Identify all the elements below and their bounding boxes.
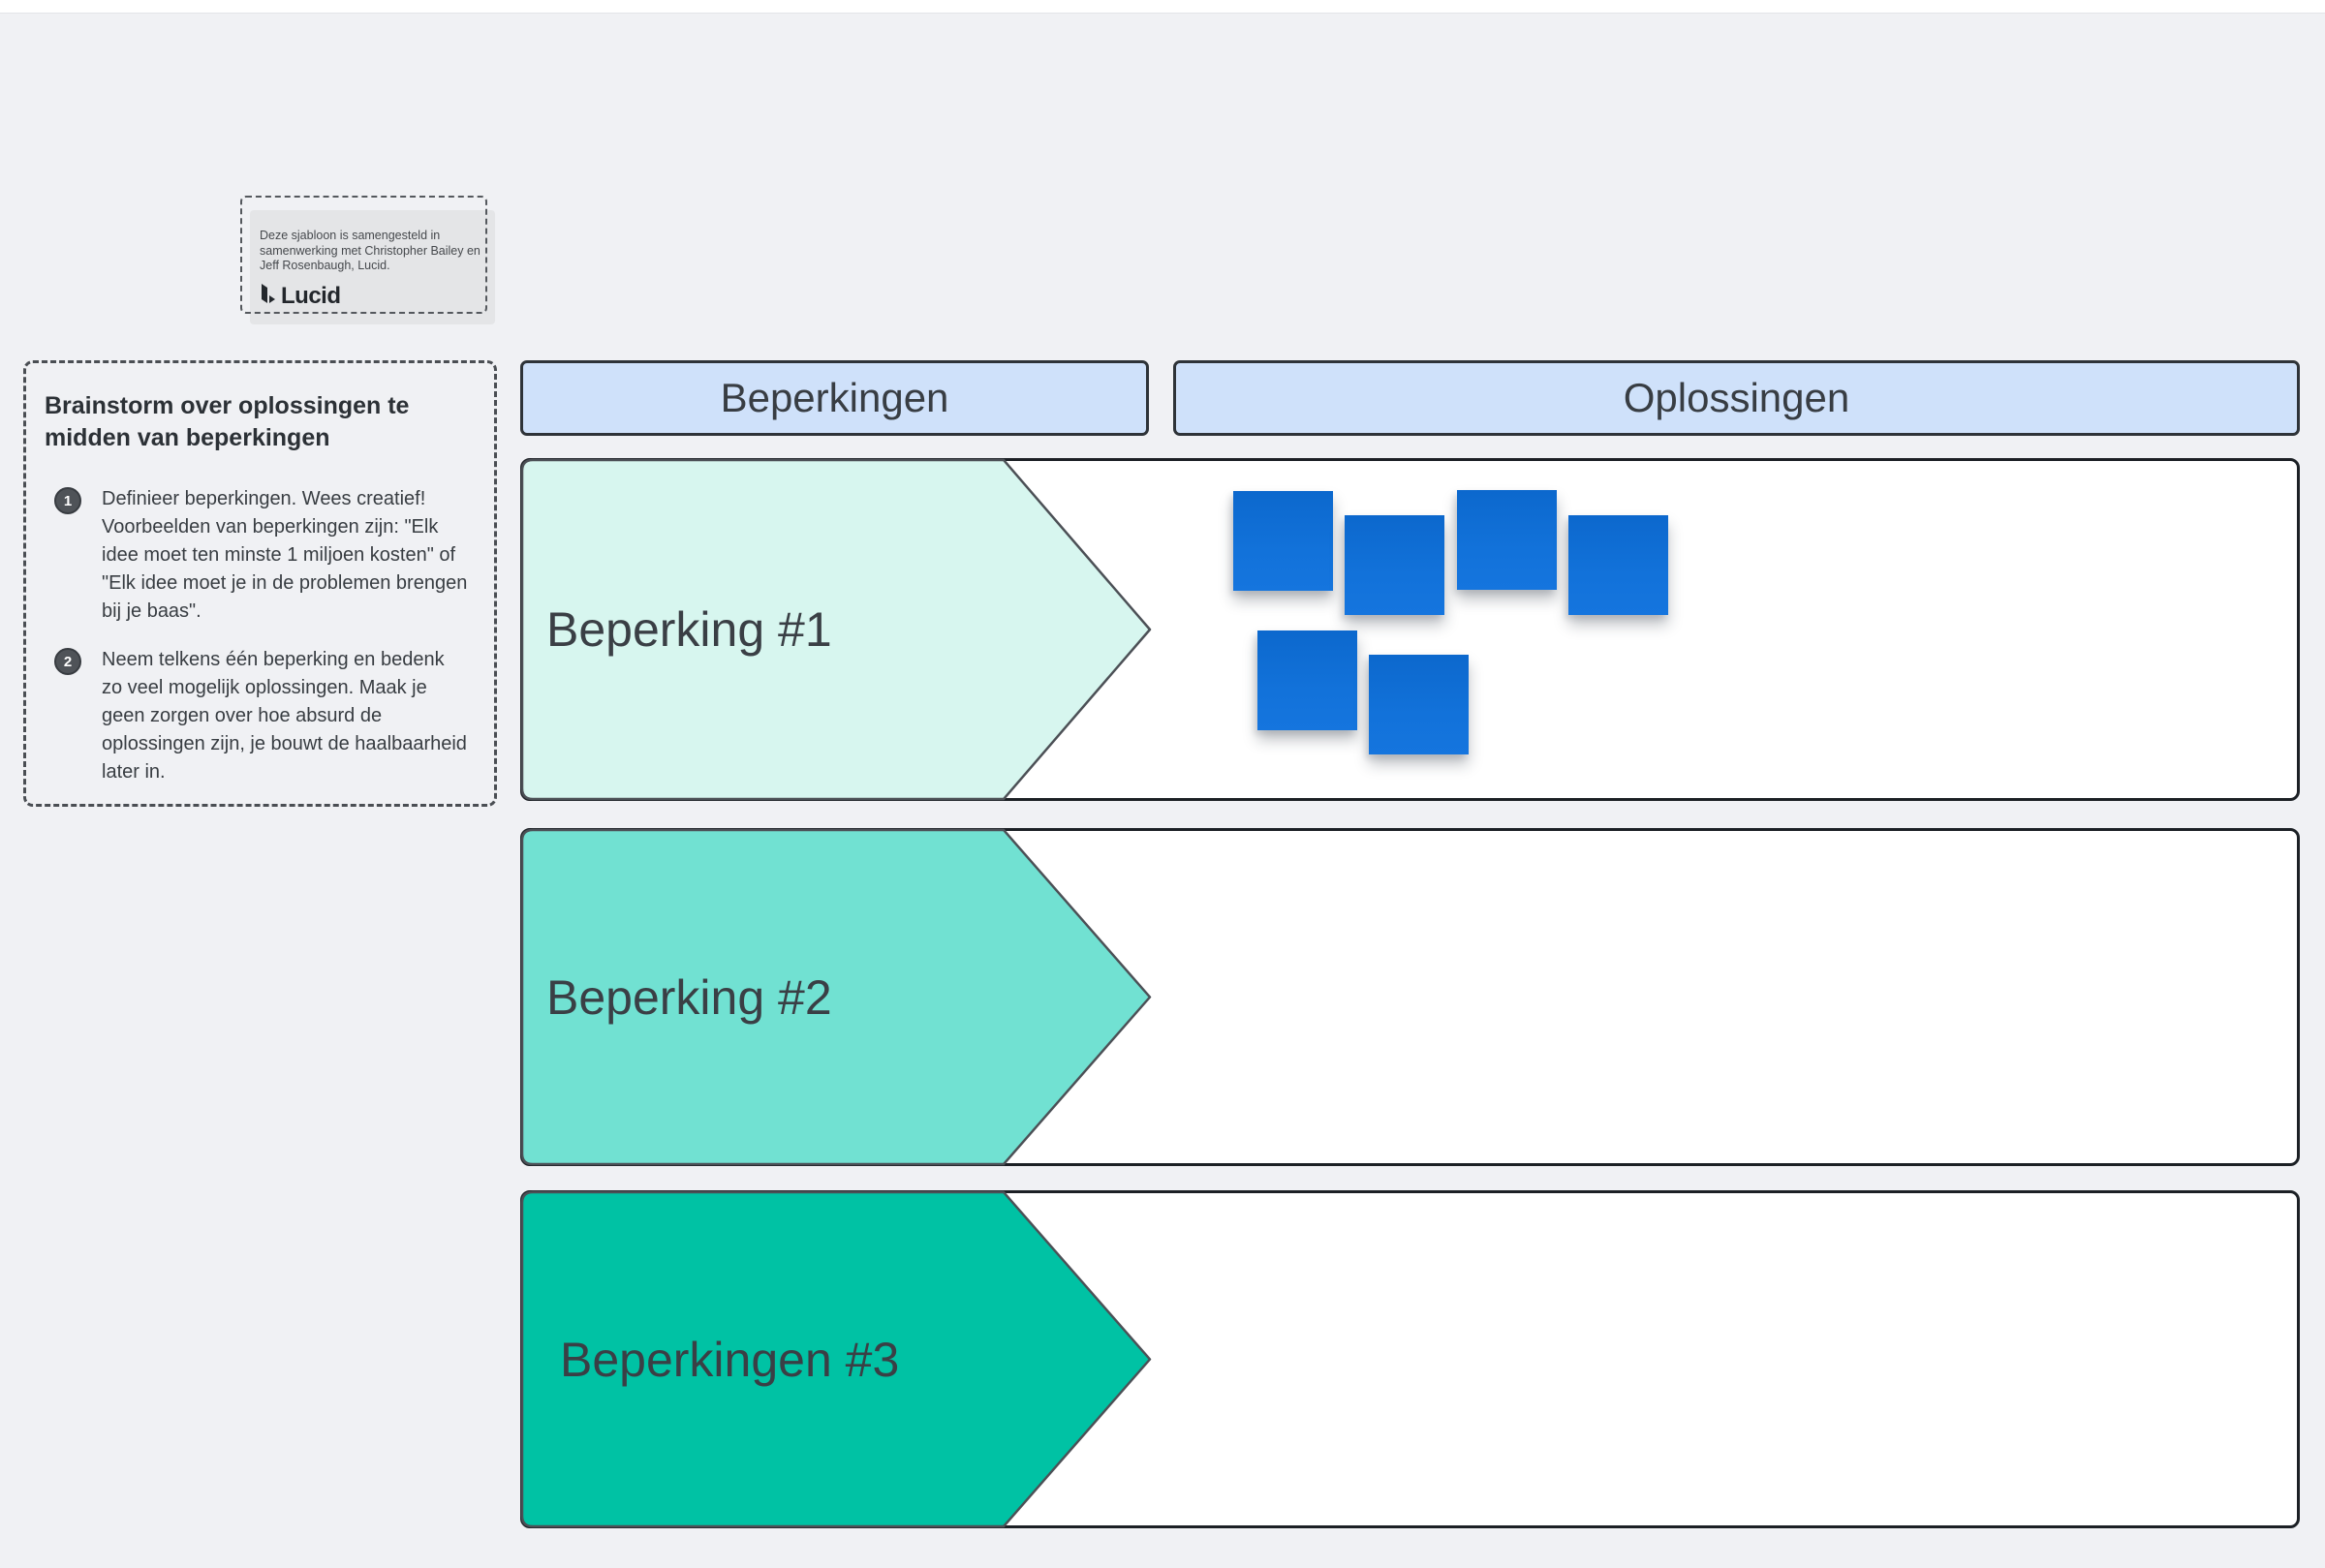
attribution-card[interactable]: Deze sjabloon is samengesteld in samenwe… [250, 210, 495, 324]
sticky-note[interactable] [1345, 515, 1444, 615]
instruction-step-2: 2 Neem telkens één beperking en bedenk z… [54, 646, 491, 786]
column-header-oplossingen-label: Oplossingen [1623, 375, 1850, 420]
attribution-text: Deze sjabloon is samengesteld in samenwe… [260, 229, 480, 272]
step-2-badge: 2 [54, 648, 81, 675]
step-1-badge: 1 [54, 487, 81, 514]
instructions-panel[interactable]: Brainstorm over oplossingen te midden va… [23, 360, 497, 807]
lucid-logo-icon [260, 283, 277, 309]
lane-1-label: Beperking #1 [546, 602, 832, 657]
instruction-step-1: 1 Definieer beperkingen. Wees creatief! … [54, 485, 491, 626]
constraint-arrow-3[interactable] [520, 1190, 1153, 1528]
column-header-beperkingen[interactable]: Beperkingen [520, 360, 1149, 436]
instructions-title: Brainstorm over oplossingen te midden va… [45, 392, 410, 451]
lane-beperking-2[interactable]: Beperking #2 [520, 828, 2300, 1166]
lane-beperkingen-3[interactable]: Beperkingen #3 [520, 1190, 2300, 1528]
step-2-text: Neem telkens één beperking en bedenk zo … [102, 649, 467, 783]
step-1-text: Definieer beperkingen. Wees creatief! Vo… [102, 488, 468, 622]
lucid-logo: Lucid [260, 283, 485, 310]
sticky-note[interactable] [1233, 491, 1333, 591]
constraint-arrow-2[interactable] [520, 828, 1153, 1166]
sticky-note[interactable] [1457, 490, 1557, 590]
top-toolbar-edge [0, 0, 2325, 14]
constraint-arrow-1[interactable] [520, 458, 1153, 801]
column-header-beperkingen-label: Beperkingen [720, 375, 949, 420]
lane-2-label: Beperking #2 [546, 969, 832, 1025]
lucid-logo-text: Lucid [281, 282, 341, 309]
column-header-oplossingen[interactable]: Oplossingen [1173, 360, 2300, 436]
lane-3-label: Beperkingen #3 [560, 1332, 900, 1387]
sticky-note[interactable] [1257, 630, 1357, 730]
sticky-note[interactable] [1369, 655, 1469, 754]
sticky-note[interactable] [1568, 515, 1668, 615]
